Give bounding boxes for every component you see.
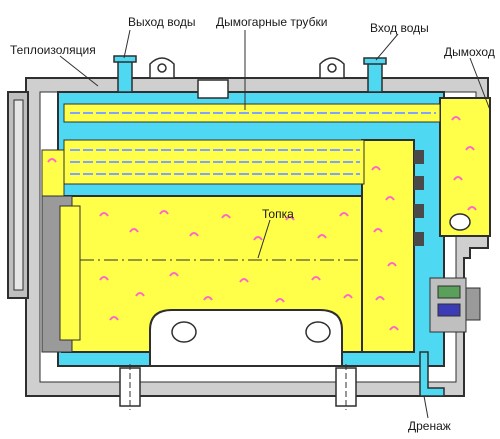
label-water-inlet: Вход воды <box>370 21 429 35</box>
leader-lines <box>59 29 491 419</box>
label-water-outlet: Выход воды <box>128 15 196 29</box>
water-inlet-nozzle <box>363 57 387 93</box>
drain-pipe <box>419 351 445 397</box>
burner-throat <box>59 205 81 341</box>
manhole-hatch-right <box>305 321 331 343</box>
rear-dampers <box>414 150 424 246</box>
lifting-lugs <box>149 57 345 79</box>
rear-smoke-box <box>439 97 491 237</box>
rear-hatch <box>449 213 471 231</box>
label-drain: Дренаж <box>408 419 451 433</box>
front-tube-chamber <box>41 149 65 197</box>
label-furnace: Топка <box>262 207 294 221</box>
fire-tube-bank-upper <box>63 103 441 123</box>
front-door-inner <box>13 99 24 291</box>
reversal-chamber <box>361 139 415 353</box>
top-valve <box>197 79 229 99</box>
label-fire-tubes: Дымогарные трубки <box>216 15 327 29</box>
water-outlet-nozzle <box>113 55 137 93</box>
label-insulation: Теплоизоляция <box>10 43 96 57</box>
rear-burner-assembly <box>429 277 481 333</box>
fire-tube-bank-lower <box>63 139 365 185</box>
label-chimney: Дымоход <box>444 45 495 59</box>
manhole-hatch-left <box>171 321 197 343</box>
bottom-manhole <box>149 309 343 367</box>
